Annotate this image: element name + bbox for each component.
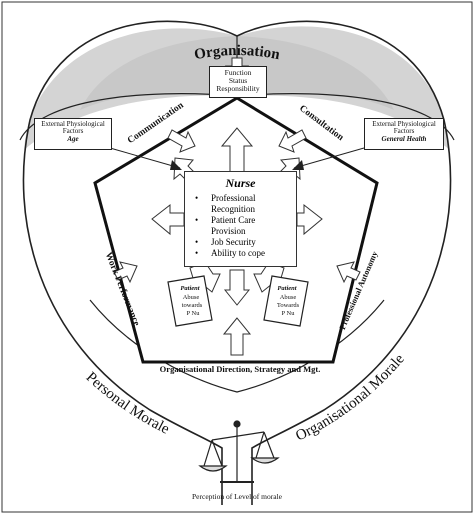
inward-arrows — [113, 57, 361, 356]
patient-note-right: Patient Abuse Towards P Nu — [263, 275, 309, 327]
patient-left-line3: P Nu — [187, 310, 201, 317]
patient-left-line1: Abuse — [183, 294, 200, 301]
responsibility-text: Responsibility — [216, 83, 260, 93]
function-text: Function — [224, 68, 252, 77]
external-left-line1: External Physiological — [41, 120, 105, 128]
arrow-right — [296, 203, 323, 236]
connector-left-head — [170, 160, 182, 170]
external-right-line1: External Physiological — [372, 120, 436, 128]
nurse-item: Job Security — [185, 237, 296, 248]
patient-note-left: Patient Abuse towards P Nu — [167, 275, 213, 327]
external-right-line2: Factors — [393, 127, 415, 136]
patient-right-title: Patient — [277, 285, 296, 292]
arrow-from-consultation — [278, 129, 307, 153]
nurse-title: Nurse — [225, 176, 256, 190]
connector-right-head — [292, 160, 304, 170]
organisational-morale-outline — [236, 20, 452, 505]
patient-right-line2: Towards — [277, 302, 300, 309]
nurse-item: Recognition — [211, 204, 255, 214]
external-left-line2: Factors — [62, 127, 84, 136]
personal-morale-label: Personal Morale — [83, 369, 172, 437]
patient-left-line2: towards — [182, 302, 203, 309]
patient-left-title: Patient — [180, 285, 199, 292]
lower-arc — [89, 299, 385, 393]
external-left-age: Age — [67, 134, 79, 143]
left-inner-arc — [19, 93, 238, 141]
nurse-list: ProfessionalRecognitionPatient CareProvi… — [185, 193, 296, 259]
arrow-from-direction — [222, 317, 252, 356]
arrow-down — [223, 269, 251, 306]
arrow-from-professional-autonomy — [336, 261, 361, 284]
patient-right-line1: Abuse — [280, 294, 297, 301]
perception-label: Perception of Level of morale — [192, 492, 283, 501]
grey-overlap-inner-right — [237, 36, 394, 110]
status-text: Status — [228, 75, 248, 85]
external-factors-age-box: External Physiological Factors Age — [34, 118, 112, 150]
nurse-item: Ability to cope — [185, 248, 296, 259]
balance-scale-icon — [198, 420, 280, 483]
personal-morale-outline — [22, 20, 238, 505]
org-direction-label: Organisational Direction, Strategy and M… — [160, 364, 321, 374]
nurse-item: Professional — [185, 193, 296, 204]
external-factors-health-box: External Physiological Factors General H… — [364, 118, 444, 150]
patient-right-line3: P Nu — [282, 310, 296, 317]
organisation-label: Organisation — [193, 43, 282, 63]
connector-right — [293, 147, 365, 169]
external-right-health: General Health — [381, 134, 427, 143]
connector-left — [109, 147, 181, 169]
nurse-item: Patient Care — [185, 215, 296, 226]
arrow-from-work-performance — [113, 261, 138, 284]
function-box: Function Status Responsibility — [209, 66, 267, 98]
nurse-item: Provision — [211, 226, 246, 236]
grey-overlap-inner-left — [80, 36, 237, 110]
arrow-from-communication — [167, 129, 196, 153]
nurse-box: Nurse ProfessionalRecognitionPatient Car… — [184, 171, 297, 267]
